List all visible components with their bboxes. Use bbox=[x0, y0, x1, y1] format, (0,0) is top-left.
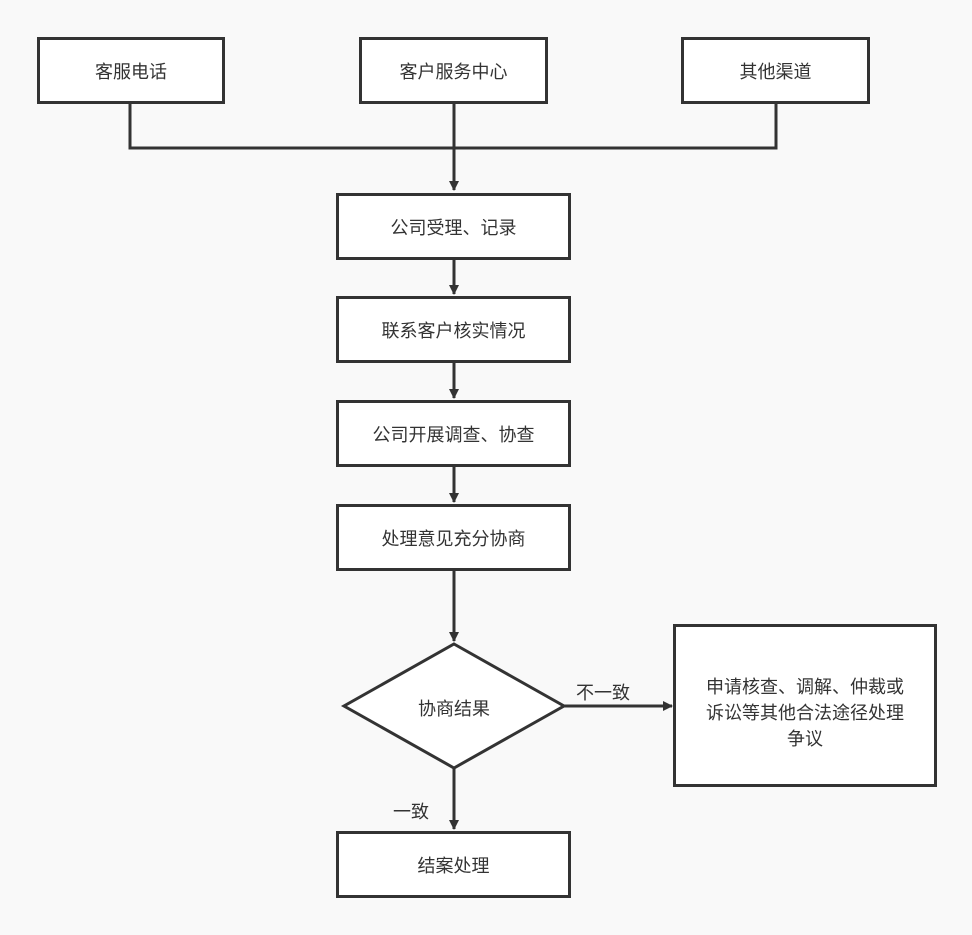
decision-label: 协商结果 bbox=[418, 699, 490, 720]
step-contact-label: 联系客户核实情况 bbox=[381, 320, 526, 342]
end-box: 结案处理 bbox=[336, 831, 571, 898]
step-negotiate-box: 处理意见充分协商 bbox=[336, 504, 571, 571]
source-center-box: 客户服务中心 bbox=[359, 37, 548, 104]
step-negotiate-label: 处理意见充分协商 bbox=[381, 528, 526, 550]
dispute-box: 申请核查、调解、仲裁或 诉讼等其他合法途径处理 争议 bbox=[673, 624, 937, 787]
end-label: 结案处理 bbox=[417, 855, 490, 877]
source-hotline-label: 客服电话 bbox=[95, 61, 167, 83]
connector-other bbox=[454, 103, 778, 150]
dispute-text: 申请核查、调解、仲裁或 诉讼等其他合法途径处理 争议 bbox=[706, 675, 904, 753]
dispute-line-3: 争议 bbox=[787, 729, 823, 750]
edge-label-disagree: 不一致 bbox=[576, 683, 630, 704]
step-contact-box: 联系客户核实情况 bbox=[336, 296, 571, 363]
step-accept-label: 公司受理、记录 bbox=[390, 217, 517, 239]
edge-label-agree: 一致 bbox=[393, 802, 429, 823]
step-investigate-box: 公司开展调查、协查 bbox=[336, 400, 571, 467]
connector-hotline bbox=[128, 103, 454, 150]
source-hotline-box: 客服电话 bbox=[37, 37, 225, 104]
dispute-line-1: 申请核查、调解、仲裁或 bbox=[706, 677, 904, 698]
dispute-line-2: 诉讼等其他合法途径处理 bbox=[706, 703, 904, 724]
source-other-box: 其他渠道 bbox=[681, 37, 870, 104]
step-investigate-label: 公司开展调查、协查 bbox=[372, 424, 535, 446]
step-accept-box: 公司受理、记录 bbox=[336, 193, 571, 260]
source-center-label: 客户服务中心 bbox=[399, 61, 508, 83]
source-other-label: 其他渠道 bbox=[739, 61, 812, 83]
